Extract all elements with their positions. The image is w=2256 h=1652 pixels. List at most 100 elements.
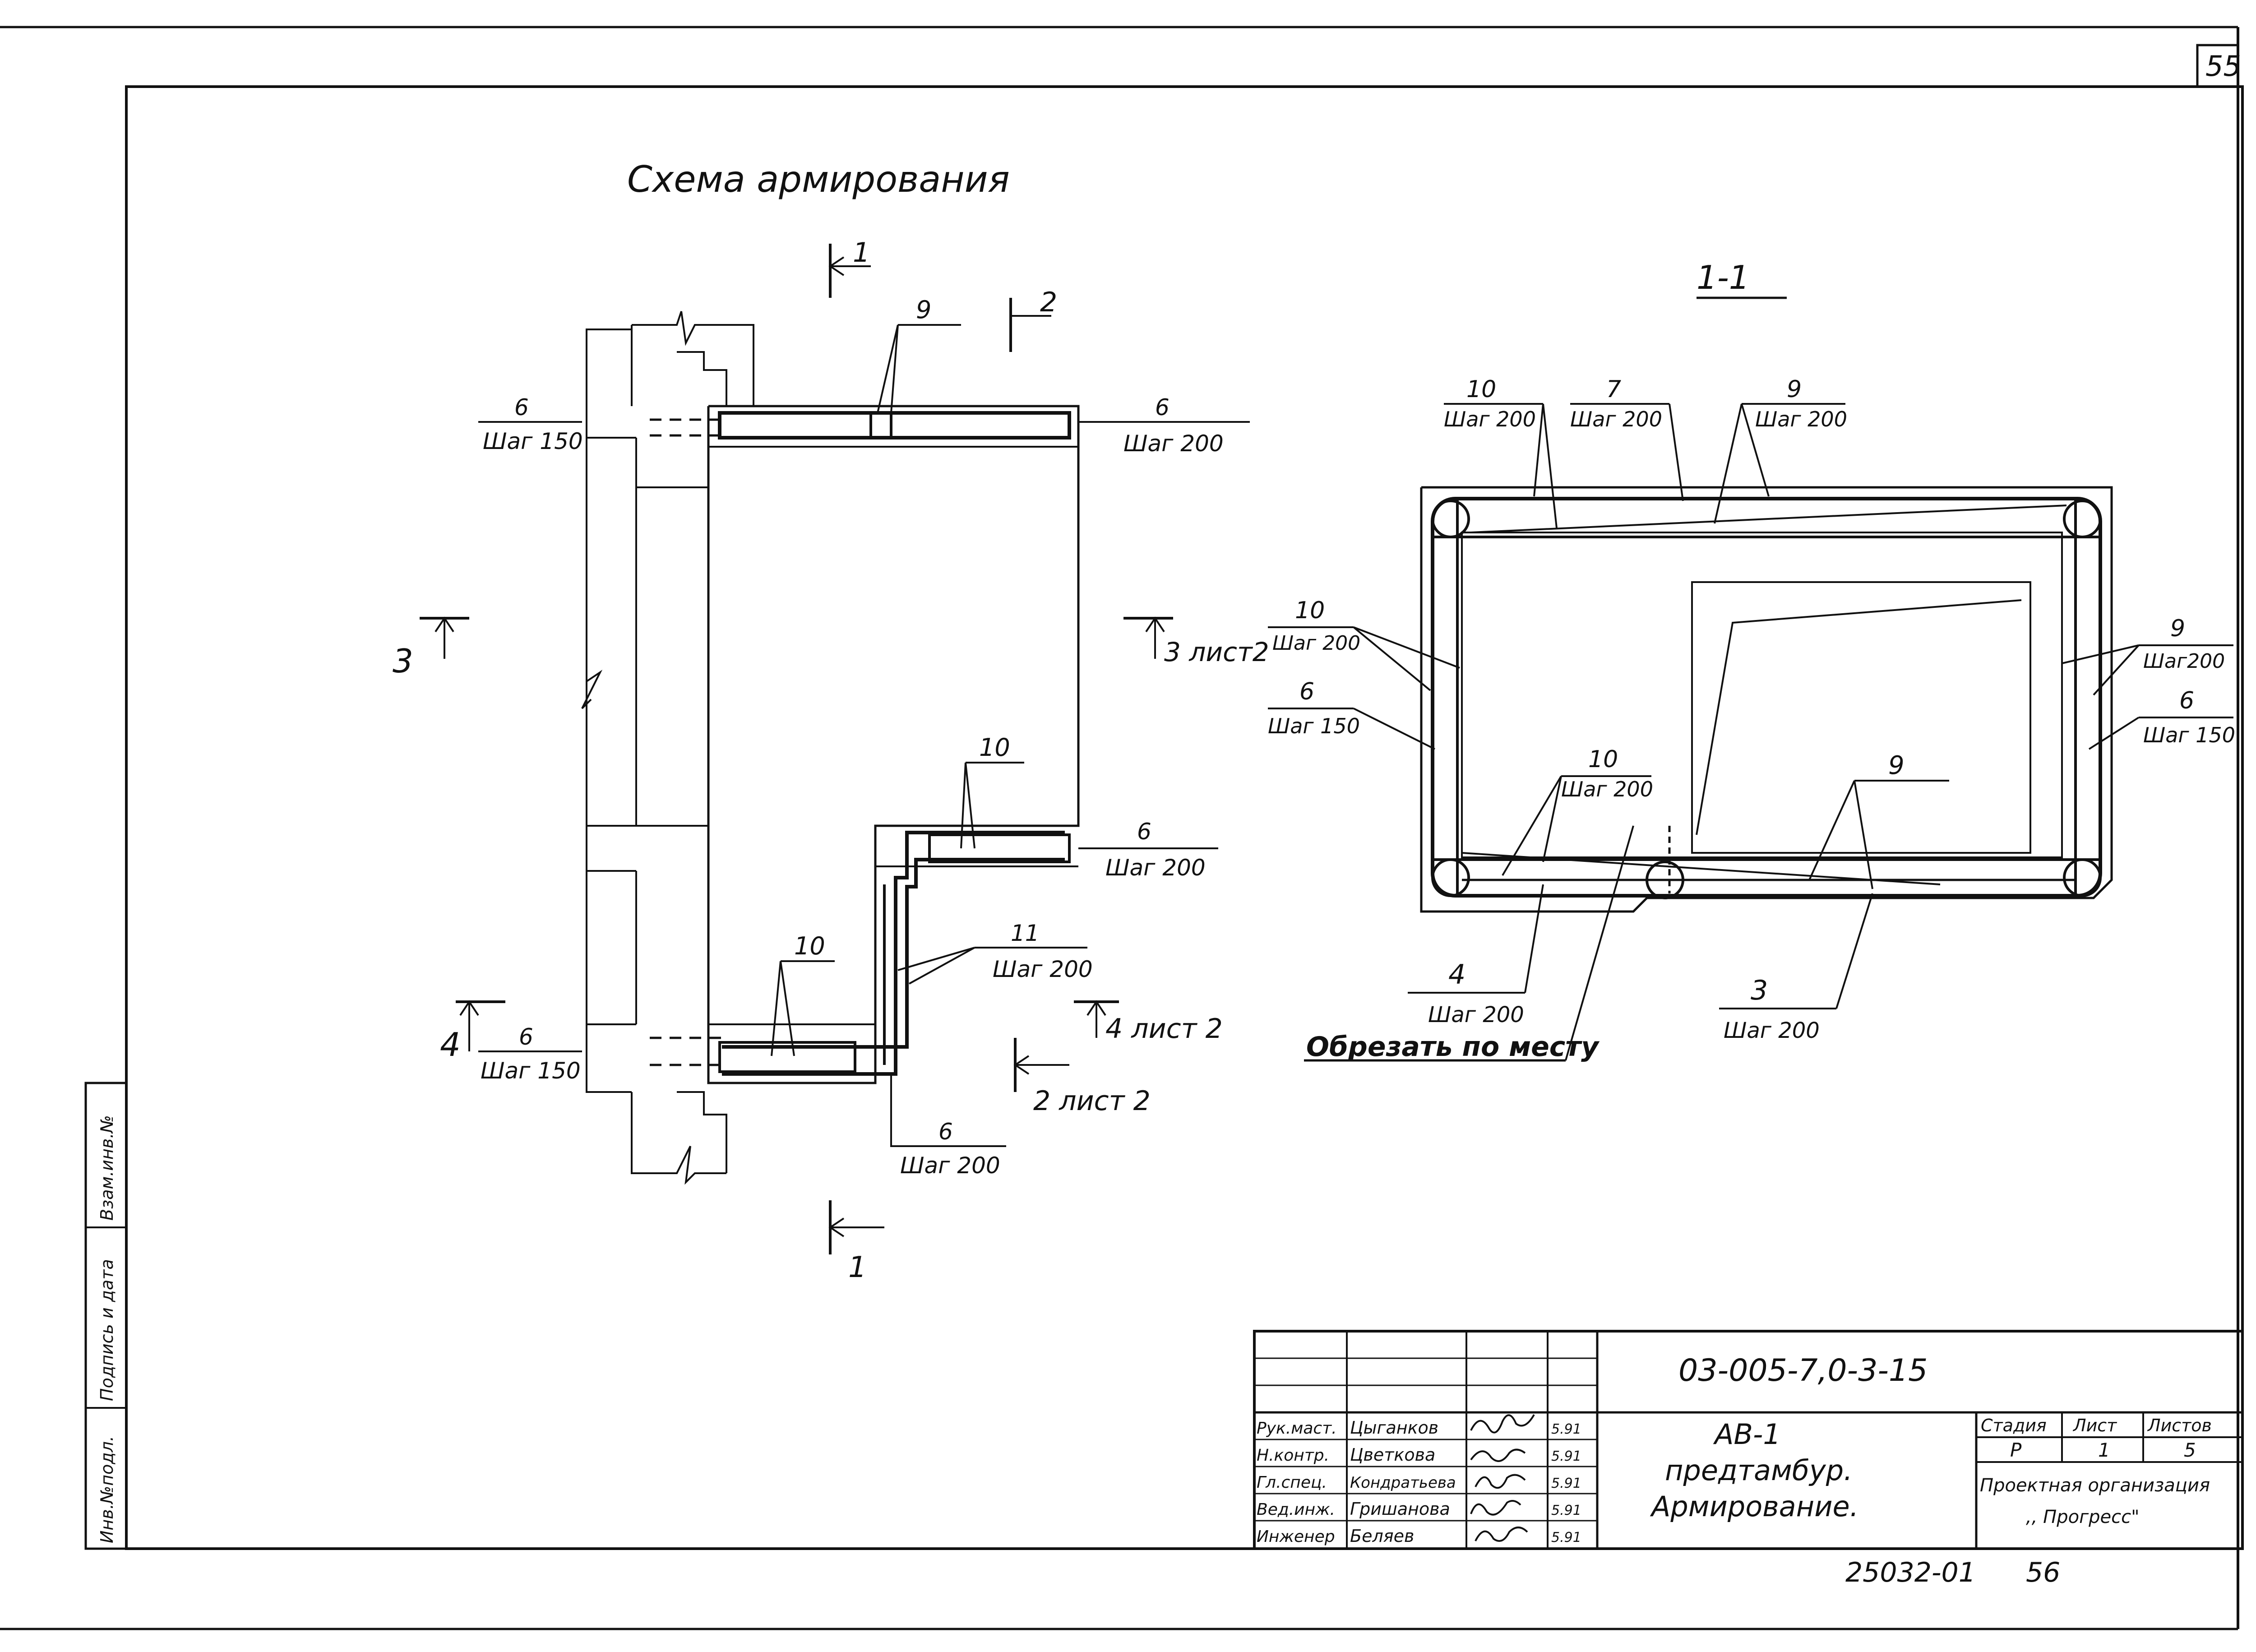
section-label-7-num: 7 (1606, 376, 1621, 403)
staff-name-2: Кондратьева (1350, 1474, 1456, 1492)
section-cut-note: Обрезать по месту (1306, 1031, 1600, 1063)
section-label-3-step: Шаг 200 (1724, 1018, 1820, 1043)
staff-date-0: 5.91 (1551, 1421, 1581, 1437)
section-label-10-tl-num: 10 (1466, 376, 1496, 403)
stage-header: Стадия (1981, 1416, 2047, 1435)
section-label-10-l-num: 10 (1295, 597, 1325, 624)
plan-slab (650, 405, 1080, 1084)
org-line2: ,, Прогресс" (2026, 1507, 2139, 1527)
signature-1 (1470, 1448, 1526, 1462)
plan-label-9: 9 (916, 296, 931, 324)
staff-date-1: 5.91 (1551, 1448, 1581, 1464)
sheets-header: Листов (2147, 1416, 2212, 1435)
plan-label-6-tl-step: Шаг 150 (483, 428, 583, 454)
section-leaders: 10 Шаг 200 7 Шаг 200 9 Шаг 200 10 Шаг 20… (1268, 376, 2235, 1063)
section-label-7-step: Шаг 200 (1570, 407, 1662, 431)
stamp-inv-podl: Инв.№подл. (97, 1436, 117, 1543)
title-block: 03-005-7,0-3-15 АВ-1 предтамбур. Армиров… (1253, 1330, 2244, 1550)
section-label-6-l-num: 6 (1299, 678, 1314, 705)
section-label-10-in-num: 10 (1588, 746, 1618, 773)
plan-label-6-bot-step: Шаг 200 (900, 1152, 1000, 1179)
section-label-9-r-step: Шаг200 (2143, 650, 2225, 673)
staff-name-0: Цыганков (1350, 1418, 1438, 1438)
staff-name-3: Гришанова (1350, 1499, 1450, 1519)
sheets-value: 5 (2184, 1439, 2196, 1461)
plan-cut-markers: 1 2 1 2 лист 2 3 3 лист2 4 (393, 237, 1269, 1284)
reinforcement-plan: Схема армирования (393, 158, 1269, 1284)
page-number: 55 (2205, 50, 2241, 83)
section-label-9-r-num: 9 (2170, 615, 2185, 642)
cut-2-top-label: 2 (1040, 287, 1057, 318)
plan-label-10-mid: 10 (979, 733, 1010, 762)
sheet-frame: 55 25032-01 56 (0, 26, 2244, 1630)
plan-label-6-tl-num: 6 (514, 394, 529, 421)
doc-name-line3: Армирование. (1650, 1490, 1858, 1523)
staff-name-1: Цветкова (1350, 1445, 1435, 1465)
section-1-1: 1-1 10 Ш (1268, 259, 2235, 1063)
section-label-4-step: Шаг 200 (1428, 1002, 1524, 1027)
section-label-9-tr-step: Шаг 200 (1755, 407, 1847, 431)
section-bars (1431, 497, 2102, 899)
signatures (1470, 1414, 1535, 1542)
plan-label-6-tr-step: Шаг 200 (1123, 430, 1224, 457)
signature-2 (1475, 1474, 1526, 1489)
bottom-code: 25032-01 (1845, 1557, 1976, 1588)
cut-1-top-label: 1 (853, 237, 870, 268)
section-label-3-num: 3 (1751, 975, 1768, 1006)
section-label-10-l-step: Шаг 200 (1272, 632, 1360, 655)
cut-2-bottom-label: 2 лист 2 (1033, 1085, 1151, 1117)
section-label-10-in-step: Шаг 200 (1561, 777, 1653, 801)
doc-code: 03-005-7,0-3-15 (1678, 1353, 1928, 1388)
doc-name-line2: предтамбур. (1665, 1454, 1853, 1487)
section-label-9-tr-num: 9 (1787, 376, 1802, 403)
staff-date-2: 5.91 (1551, 1476, 1581, 1491)
staff-name-4: Беляев (1350, 1526, 1414, 1546)
plan-label-11-num: 11 (1011, 920, 1040, 946)
staff-date-4: 5.91 (1551, 1530, 1581, 1546)
section-label-9-in: 9 (1888, 751, 1905, 780)
section-label-6-l-step: Шаг 150 (1268, 714, 1360, 738)
stamp-podpis-data: Подпись и дата (97, 1259, 117, 1401)
plan-label-6-tr-num: 6 (1155, 394, 1170, 421)
signature-4 (1475, 1527, 1528, 1542)
staff-role-3: Вед.инж. (1257, 1500, 1335, 1519)
cut-3-right-label: 3 лист2 (1164, 637, 1269, 667)
cut-3-left-label: 3 (393, 642, 413, 680)
org-line1: Проектная организация (1980, 1475, 2210, 1496)
plan-label-11-step: Шаг 200 (993, 956, 1093, 982)
stamp-vzam-inv: Взам.инв.№ (97, 1115, 117, 1221)
plan-label-6-bl-num: 6 (519, 1024, 533, 1050)
plan-label-10-low: 10 (794, 932, 825, 960)
plan-label-6-mid-num: 6 (1137, 819, 1151, 845)
plan-label-6-mid-step: Шаг 200 (1105, 855, 1206, 881)
staff-table: Рук.маст. Цыганков 5.91 Н.контр. Цветков… (1257, 1418, 1581, 1546)
plan-leaders: 9 6 Шаг 150 6 Шаг 200 10 6 Шаг 200 11 Ша… (478, 296, 1250, 1179)
plan-label-6-bot-num: 6 (938, 1119, 953, 1145)
stage-value: Р (2010, 1439, 2022, 1461)
sheet-header: Лист (2072, 1416, 2117, 1435)
staff-role-4: Инженер (1257, 1527, 1335, 1546)
section-label-10-tl-step: Шаг 200 (1444, 407, 1536, 431)
staff-role-0: Рук.маст. (1257, 1419, 1337, 1438)
section-title: 1-1 (1697, 259, 1750, 296)
section-outline (1420, 486, 2113, 913)
section-label-6-r-step: Шаг 150 (2143, 723, 2235, 747)
cut-1-bottom-label: 1 (848, 1251, 867, 1284)
side-stamp: Взам.инв.№ Подпись и дата Инв.№подл. (84, 1082, 128, 1550)
section-label-4-num: 4 (1448, 959, 1465, 990)
cut-4-left-label: 4 (440, 1026, 461, 1064)
staff-date-3: 5.91 (1551, 1503, 1581, 1518)
section-label-6-r-num: 6 (2179, 687, 2194, 714)
plan-label-6-bl-step: Шаг 150 (481, 1058, 581, 1084)
bottom-number: 56 (2026, 1557, 2060, 1588)
doc-name-line1: АВ-1 (1713, 1418, 1781, 1451)
plan-title: Схема армирования (627, 158, 1010, 200)
staff-role-2: Гл.спец. (1257, 1473, 1327, 1492)
sheet-value: 1 (2098, 1439, 2110, 1461)
plan-wall (581, 311, 754, 1185)
staff-role-1: Н.контр. (1257, 1446, 1329, 1465)
signature-0 (1470, 1414, 1535, 1434)
signature-3 (1470, 1500, 1521, 1516)
cut-4-right-label: 4 лист 2 (1105, 1013, 1223, 1045)
